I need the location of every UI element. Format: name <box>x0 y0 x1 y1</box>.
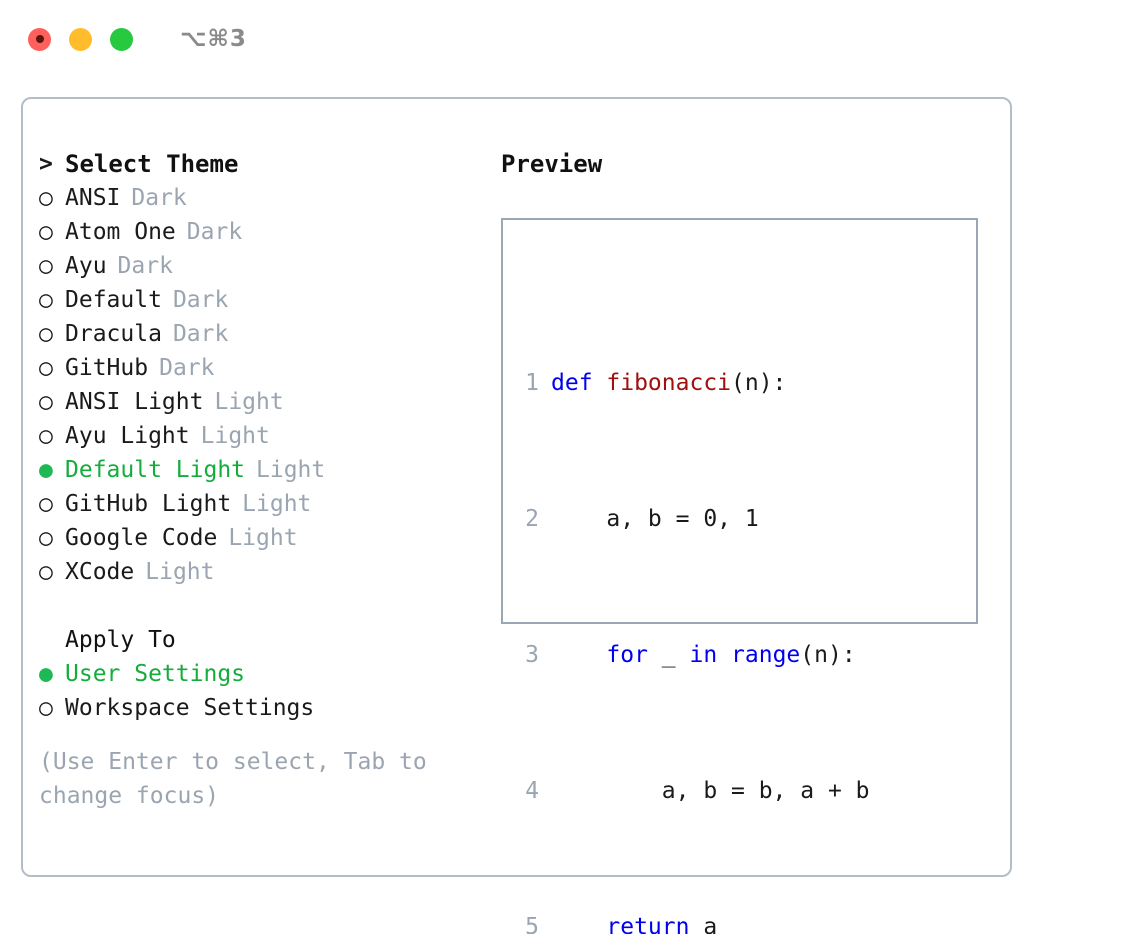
theme-option-google-code[interactable]: Google Code Light <box>39 521 499 555</box>
apply-to-workspace-settings[interactable]: Workspace Settings <box>39 691 499 725</box>
select-theme-heading: Select Theme <box>39 147 499 181</box>
content-panel: Select Theme ANSI Dark Atom One Dark Ayu… <box>21 97 1012 934</box>
close-window-button[interactable] <box>28 27 51 51</box>
keyboard-hint-text: (Use Enter to select, Tab to change focu… <box>39 749 427 809</box>
code-token-plain <box>551 914 606 934</box>
theme-option-label: Atom One <box>65 219 176 245</box>
code-line: 1 def fibonacci(n): <box>513 366 897 400</box>
theme-option-default-dark[interactable]: Default Dark <box>39 283 499 317</box>
theme-option-label: ANSI Light <box>65 389 204 415</box>
theme-option-github-light[interactable]: GitHub Light Light <box>39 487 499 521</box>
code-token-keyword: in <box>689 642 718 668</box>
code-token-plain: a <box>689 914 718 934</box>
theme-option-label: ANSI <box>65 185 121 211</box>
code-token-plain: a, b = 0, 1 <box>551 506 759 532</box>
radio-unselected-icon <box>39 249 65 283</box>
theme-option-xcode[interactable]: XCode Light <box>39 555 499 589</box>
theme-option-tag: Light <box>200 423 270 449</box>
list-spacer <box>39 589 499 623</box>
select-theme-heading-label: Select Theme <box>65 150 239 178</box>
radio-unselected-icon <box>39 215 65 249</box>
code-line: 3 for _ in range(n): <box>513 638 897 672</box>
apply-to-user-settings[interactable]: User Settings <box>39 657 499 691</box>
code-token-keyword: for <box>606 642 648 668</box>
apply-to-heading-label: Apply To <box>65 627 176 653</box>
code-token-plain: _ <box>647 642 690 668</box>
radio-selected-icon <box>39 453 65 487</box>
theme-picker-column: Select Theme ANSI Dark Atom One Dark Ayu… <box>39 147 499 725</box>
theme-option-label: Google Code <box>65 525 218 551</box>
radio-selected-icon <box>39 657 65 691</box>
code-line: 5 return a <box>513 910 897 934</box>
theme-option-dracula-dark[interactable]: Dracula Dark <box>39 317 499 351</box>
radio-unselected-icon <box>39 181 65 215</box>
theme-option-label: Default Light <box>65 457 246 483</box>
code-token-plain <box>551 642 606 668</box>
code-token-plain <box>717 642 731 668</box>
code-line: 2 a, b = 0, 1 <box>513 502 897 536</box>
theme-option-tag: Dark <box>186 219 243 245</box>
code-token-keyword: def <box>551 370 607 396</box>
radio-unselected-icon <box>39 419 65 453</box>
code-token-keyword: range <box>731 642 801 668</box>
theme-option-label: Dracula <box>65 321 162 347</box>
maximize-window-button[interactable] <box>110 27 133 51</box>
line-number: 3 <box>525 642 539 668</box>
theme-option-label: GitHub <box>65 355 149 381</box>
caret-icon <box>39 147 65 181</box>
theme-option-label: GitHub Light <box>65 491 232 517</box>
window-controls <box>28 27 133 51</box>
theme-option-tag: Light <box>242 491 312 517</box>
radio-unselected-icon <box>39 555 65 589</box>
line-number: 4 <box>525 778 539 804</box>
radio-unselected-icon <box>39 385 65 419</box>
theme-option-label: XCode <box>65 559 135 585</box>
theme-option-github-dark[interactable]: GitHub Dark <box>39 351 499 385</box>
radio-unselected-icon <box>39 351 65 385</box>
theme-option-label: Ayu Light <box>65 423 190 449</box>
preview-title: Preview <box>501 150 603 178</box>
theme-option-tag: Light <box>256 457 326 483</box>
titlebar: ⌥⌘3 <box>0 0 1140 78</box>
theme-option-atom-one-dark[interactable]: Atom One Dark <box>39 215 499 249</box>
code-line: 4 a, b = b, a + b <box>513 774 897 808</box>
line-number: 2 <box>525 506 539 532</box>
code-token-plain: a, b = b, a + b <box>551 778 870 804</box>
apply-to-heading: Apply To <box>39 623 499 657</box>
theme-option-ayu-dark[interactable]: Ayu Dark <box>39 249 499 283</box>
theme-option-tag: Dark <box>159 355 215 381</box>
code-token-plain: (n): <box>800 642 856 668</box>
code-token-function: fibonacci <box>606 370 732 396</box>
line-number: 1 <box>525 370 539 396</box>
radio-unselected-icon <box>39 283 65 317</box>
apply-to-option-label: Workspace Settings <box>65 695 315 721</box>
radio-unselected-icon <box>39 317 65 351</box>
minimize-window-button[interactable] <box>69 27 92 51</box>
keyboard-shortcut-label: ⌥⌘3 <box>180 25 247 52</box>
radio-unselected-icon <box>39 521 65 555</box>
code-token-plain: (n): <box>731 370 787 396</box>
radio-unselected-icon <box>39 487 65 521</box>
theme-option-ayu-light[interactable]: Ayu Light Light <box>39 419 499 453</box>
code-token-keyword: return <box>606 914 690 934</box>
theme-option-ansi-dark[interactable]: ANSI Dark <box>39 181 499 215</box>
radio-unselected-icon <box>39 691 65 725</box>
theme-option-label: Ayu <box>65 253 107 279</box>
theme-option-ansi-light[interactable]: ANSI Light Light <box>39 385 499 419</box>
theme-option-tag: Light <box>228 525 298 551</box>
line-number: 5 <box>525 914 539 934</box>
theme-option-tag: Dark <box>172 287 229 313</box>
theme-option-tag: Dark <box>131 185 187 211</box>
theme-option-tag: Dark <box>172 321 229 347</box>
apply-to-option-label: User Settings <box>65 661 246 687</box>
theme-option-tag: Light <box>145 559 215 585</box>
theme-option-default-light[interactable]: Default Light Light <box>39 453 499 487</box>
theme-option-tag: Light <box>214 389 284 415</box>
theme-option-label: Default <box>65 287 162 313</box>
theme-option-tag: Dark <box>117 253 173 279</box>
